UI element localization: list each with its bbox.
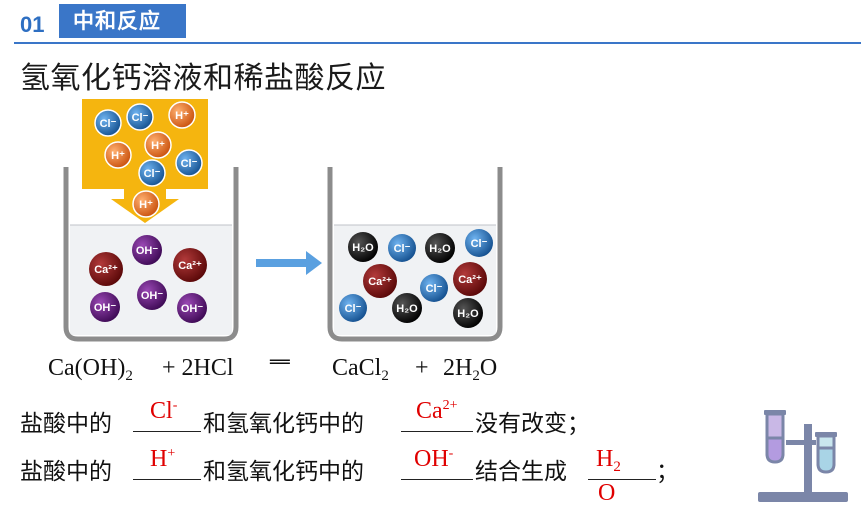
eq-plus-hcl: + 2HCl [162,355,234,381]
right-ion-2: Cl⁻ [388,234,416,262]
answer-sup: - [448,446,454,461]
answer-sub: 2 [613,459,621,475]
right-ion-10: H₂O [453,298,483,328]
left-ion-1: OH⁻ [132,235,162,265]
ion-label: H₂O [429,243,451,255]
ion-label: Ca²⁺ [458,274,482,286]
ion-label: OH⁻ [136,245,159,257]
answer-sup: - [172,398,178,413]
ion-label: Cl⁻ [471,238,488,250]
line2-text-2: 和氢氧化钙中的 [203,459,364,485]
answer-text: Ca [416,398,443,424]
line1-blank-1 [133,402,201,432]
eq-product-1-sub: 2 [381,368,389,384]
neutralization-diagram: Cl⁻ Cl⁻ H⁺ H⁺ H⁺ Cl⁻ Cl⁻ H⁺ OH⁻ Ca²⁺ Ca²… [63,99,503,342]
ion-label: Cl⁻ [426,283,443,295]
left-ion-3: Ca²⁺ [173,248,207,282]
line1-blank-2 [401,402,473,432]
ion-label: OH⁻ [181,303,204,315]
section-header: 01 中和反应 [0,0,861,50]
page-title: 氢氧化钙溶液和稀盐酸反应 [20,61,386,96]
ion-label: H₂O [396,303,418,315]
ion-label: Cl⁻ [132,112,149,124]
line1-answer-2: Ca2+ [416,398,458,425]
funnel-ion-8: H⁺ [132,190,160,218]
funnel-ion-7: Cl⁻ [175,149,203,177]
eq-product-2-sub: 2 [472,368,480,384]
ion-label: H₂O [457,308,479,320]
ion-label: Ca²⁺ [368,276,392,288]
eq-product-2: 2H2O [443,355,497,385]
funnel-ion-4: H⁺ [104,141,132,169]
eq-equals: ══ [270,352,290,373]
ion-label: H⁺ [111,150,125,162]
eq-reactant-1-sub: 2 [125,368,133,384]
line1-text-1: 盐酸中的 [20,411,112,437]
eq-product-2-b: O [479,355,498,381]
ion-label: H⁺ [151,140,165,152]
ion-label: H⁺ [139,199,153,211]
chemical-equation: Ca(OH)2 [48,355,133,385]
ion-label: Cl⁻ [394,243,411,255]
section-title: 中和反应 [59,4,186,38]
ion-label: Ca²⁺ [178,260,202,272]
ion-label: H⁺ [175,110,189,122]
eq-product-2-a: 2H [443,355,473,381]
line1-answer-1: Cl- [150,398,177,425]
answer-text: OH [414,446,449,472]
left-ion-6: OH⁻ [177,293,207,323]
right-ion-5: Ca²⁺ [363,264,397,298]
eq-plus-2: + [415,355,429,381]
section-number: 01 [20,12,45,37]
eq-product-1-text: CaCl [332,355,382,381]
ion-label: Cl⁻ [345,303,362,315]
right-ion-7: Ca²⁺ [453,262,487,296]
answer-sup: 2+ [442,398,458,413]
left-ion-2: Ca²⁺ [89,252,123,286]
line2-text-1: 盐酸中的 [20,459,112,485]
right-ion-6: Cl⁻ [420,274,448,302]
answer-text: H [596,446,614,472]
funnel-ion-1: Cl⁻ [94,109,122,137]
answer-text: Cl [150,398,173,424]
right-ion-1: H₂O [348,232,378,262]
ion-label: H₂O [352,242,374,254]
funnel-ion-3: H⁺ [168,101,196,129]
funnel-ion-6: Cl⁻ [138,159,166,187]
ion-label: OH⁻ [141,290,164,302]
answer-sup: + [167,446,176,461]
left-ion-5: OH⁻ [90,292,120,322]
ion-label: Cl⁻ [144,168,161,180]
line2-answer-2: OH- [414,446,453,473]
funnel-ion-2: Cl⁻ [126,103,154,131]
test-tube-rack-icon [758,410,848,502]
ion-label: Ca²⁺ [94,264,118,276]
reaction-arrow [256,251,322,275]
line1-text-3: 没有改变； [475,411,590,437]
right-ion-9: H₂O [392,293,422,323]
line1-text-2: 和氢氧化钙中的 [203,411,364,437]
line2-answer-1: H+ [150,446,175,473]
right-ion-3: H₂O [425,233,455,263]
right-ion-8: Cl⁻ [339,294,367,322]
ion-label: Cl⁻ [100,118,117,130]
eq-reactant-1: Ca(OH) [48,355,126,381]
funnel-ion-5: H⁺ [144,131,172,159]
left-ion-4: OH⁻ [137,280,167,310]
line2-answer-3-wrap: O [598,480,616,506]
line2-blank-2 [401,450,473,480]
line2-text-4: ； [656,459,679,485]
ion-label: Cl⁻ [181,158,198,170]
eq-product-1: CaCl2 [332,355,389,385]
line2-blank-1 [133,450,201,480]
line2-blank-3 [588,450,656,480]
line2-answer-3: H2 [596,446,621,476]
ion-label: OH⁻ [94,302,117,314]
right-ion-4: Cl⁻ [465,229,493,257]
line2-text-3: 结合生成 [475,459,567,485]
header-divider [14,42,861,44]
answer-text: H [150,446,168,472]
